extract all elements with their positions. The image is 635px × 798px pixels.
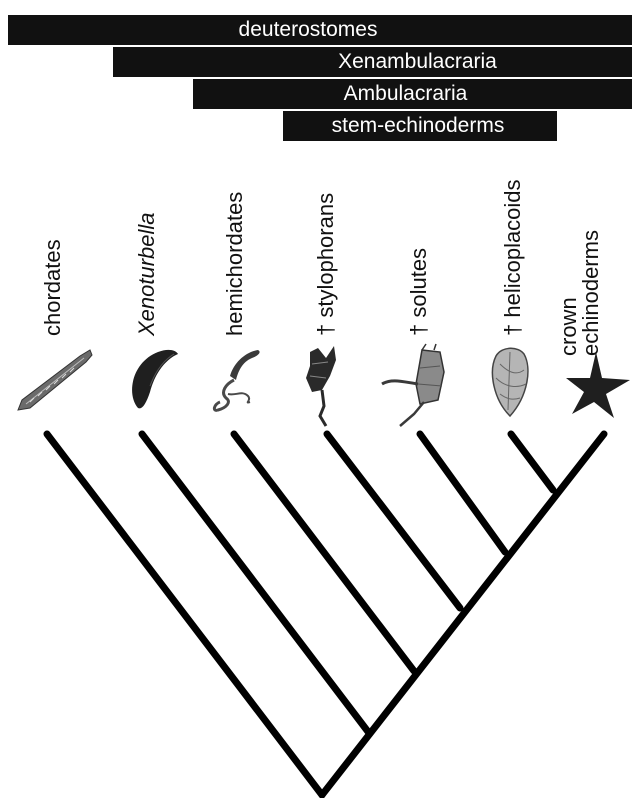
stylophoran-fossil-icon: [306, 346, 336, 426]
acorn-worm-icon: [214, 350, 259, 410]
branch-helicoplacoids: [511, 434, 553, 490]
branch-solutes: [420, 434, 505, 552]
branch-xenoturbella: [142, 434, 369, 733]
branch-hemichordates: [234, 434, 414, 671]
starfish-icon: [566, 352, 630, 418]
lancelet-icon: [18, 350, 92, 410]
xenoturbella-worm-icon: [132, 350, 178, 409]
tree-branches: [47, 434, 604, 795]
solute-fossil-icon: [382, 344, 444, 426]
helicoplacoid-fossil-icon: [492, 348, 527, 416]
organism-icons: [18, 344, 630, 426]
